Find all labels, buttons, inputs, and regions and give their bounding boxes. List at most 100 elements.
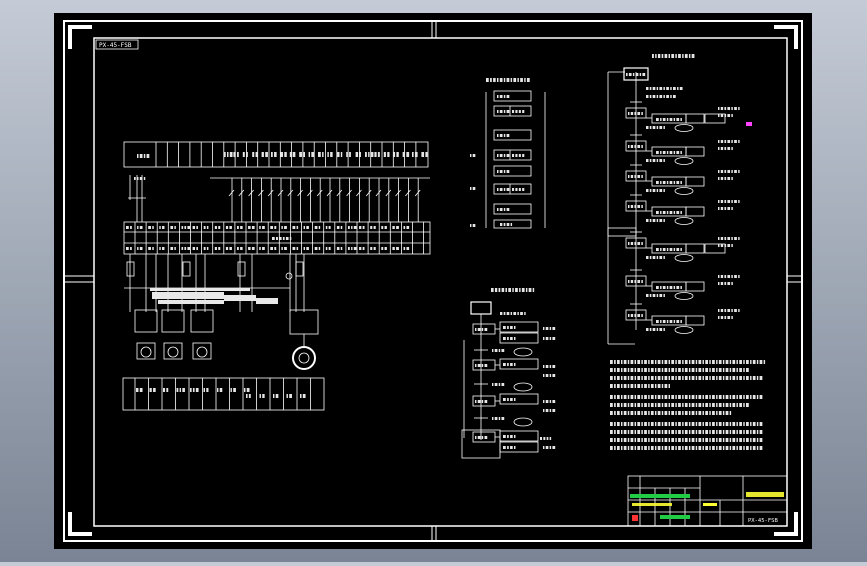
glyph-mark bbox=[678, 411, 681, 415]
glyph-mark bbox=[190, 388, 192, 392]
glyph-mark bbox=[718, 140, 720, 143]
glyph-mark bbox=[149, 388, 152, 392]
glyph-mark bbox=[515, 110, 518, 113]
glyph-mark bbox=[300, 394, 302, 398]
glyph-mark bbox=[709, 360, 711, 364]
glyph-mark bbox=[620, 422, 623, 426]
glyph-mark bbox=[656, 286, 659, 289]
glyph-mark bbox=[610, 403, 613, 407]
glyph-mark bbox=[513, 326, 516, 329]
glyph-mark bbox=[251, 226, 255, 229]
glyph-mark bbox=[637, 242, 641, 245]
glyph-mark bbox=[130, 226, 132, 229]
glyph-mark bbox=[637, 446, 641, 450]
glyph-mark bbox=[724, 200, 727, 203]
glyph-mark bbox=[725, 411, 729, 415]
glyph-mark bbox=[525, 288, 528, 292]
glyph-mark bbox=[617, 411, 620, 415]
glyph-mark bbox=[718, 282, 720, 285]
glyph-mark bbox=[614, 411, 616, 415]
glyph-mark bbox=[671, 395, 675, 399]
glyph-mark bbox=[668, 360, 670, 364]
glyph-mark bbox=[503, 188, 506, 191]
glyph-mark bbox=[705, 395, 709, 399]
glyph-mark bbox=[510, 435, 513, 438]
glyph-mark bbox=[656, 87, 659, 90]
glyph-mark bbox=[656, 189, 659, 192]
glyph-mark bbox=[648, 403, 650, 407]
glyph-mark bbox=[648, 376, 650, 380]
glyph-mark bbox=[662, 211, 666, 214]
glyph-mark bbox=[644, 411, 647, 415]
busbar-blocks bbox=[150, 288, 278, 304]
glyph-mark bbox=[720, 107, 724, 110]
glyph-mark bbox=[628, 280, 630, 283]
glyph-mark bbox=[490, 78, 492, 82]
glyph-mark bbox=[359, 152, 361, 157]
glyph-mark bbox=[506, 110, 510, 113]
glyph-mark bbox=[515, 288, 518, 292]
glyph-mark bbox=[688, 368, 691, 372]
glyph-mark bbox=[676, 181, 680, 184]
glyph-mark bbox=[630, 360, 634, 364]
glyph-mark bbox=[644, 360, 647, 364]
glyph-mark bbox=[695, 395, 698, 399]
glyph-mark bbox=[314, 226, 318, 229]
glyph-mark bbox=[637, 411, 641, 415]
glyph-mark bbox=[224, 152, 226, 157]
glyph-mark bbox=[248, 226, 251, 229]
glyph-mark bbox=[716, 422, 718, 426]
glyph-mark bbox=[296, 247, 299, 250]
glyph-mark bbox=[661, 422, 664, 426]
glyph-mark bbox=[623, 360, 627, 364]
glyph-mark bbox=[671, 430, 675, 434]
glyph-mark bbox=[675, 395, 677, 399]
glyph-mark bbox=[654, 430, 657, 434]
glyph-mark bbox=[734, 200, 737, 203]
glyph-mark bbox=[680, 211, 682, 214]
glyph-mark bbox=[659, 189, 663, 192]
glyph-mark bbox=[503, 95, 506, 98]
glyph-mark bbox=[634, 112, 637, 115]
glyph-mark bbox=[500, 223, 503, 226]
glyph-mark bbox=[671, 360, 675, 364]
glyph-mark bbox=[412, 152, 414, 157]
glyph-mark bbox=[656, 151, 659, 154]
glyph-mark bbox=[627, 384, 630, 388]
glyph-mark bbox=[680, 181, 682, 184]
glyph-mark bbox=[675, 422, 677, 426]
glyph-mark bbox=[663, 189, 665, 192]
glyph-mark bbox=[722, 376, 725, 380]
glyph-mark bbox=[727, 207, 731, 210]
sheet-frame bbox=[63, 20, 803, 542]
glyph-mark bbox=[662, 181, 666, 184]
glyph-mark bbox=[688, 430, 691, 434]
glyph-mark bbox=[650, 438, 654, 442]
glyph-mark bbox=[718, 446, 722, 450]
glyph-mark bbox=[284, 152, 287, 157]
glyph-mark bbox=[252, 152, 255, 157]
glyph-mark bbox=[644, 368, 647, 372]
glyph-mark bbox=[729, 411, 732, 415]
glyph-mark bbox=[752, 446, 756, 450]
glyph-mark bbox=[668, 438, 670, 442]
glyph-mark bbox=[739, 422, 742, 426]
glyph-mark bbox=[654, 384, 657, 388]
glyph-mark bbox=[657, 446, 661, 450]
glyph-mark bbox=[187, 247, 191, 250]
glyph-mark bbox=[499, 110, 503, 113]
glyph-mark bbox=[646, 219, 649, 222]
glyph-mark bbox=[500, 312, 503, 315]
glyph-mark bbox=[727, 177, 731, 180]
glyph-mark bbox=[664, 403, 668, 407]
glyph-mark bbox=[328, 247, 331, 250]
glyph-mark bbox=[406, 226, 410, 229]
glyph-mark bbox=[642, 73, 646, 76]
glyph-mark bbox=[752, 430, 756, 434]
glyph-mark bbox=[720, 114, 724, 117]
glyph-mark bbox=[552, 337, 556, 340]
glyph-mark bbox=[709, 376, 711, 380]
glyph-mark bbox=[641, 280, 643, 283]
glyph-mark bbox=[678, 403, 681, 407]
